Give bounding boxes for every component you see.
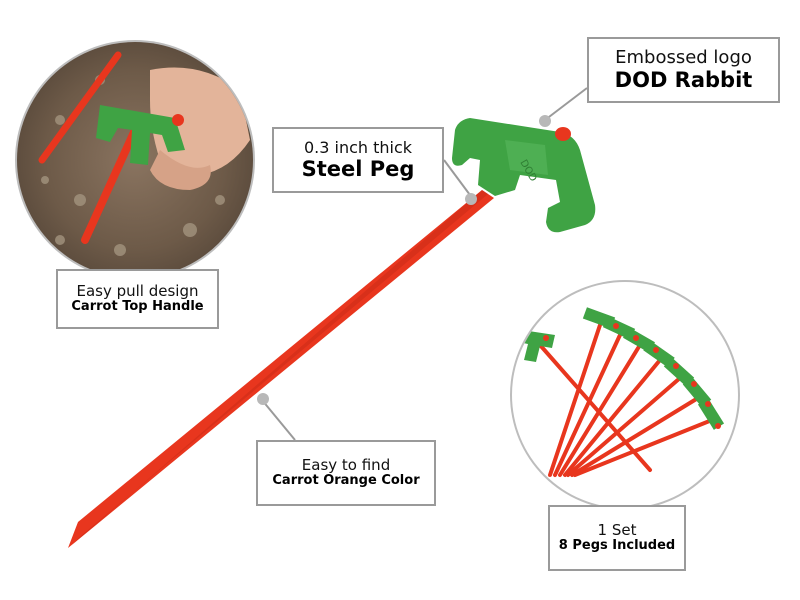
callout-subtitle: Easy to find (301, 455, 391, 474)
callout-subtitle: Embossed logo (615, 46, 752, 68)
callout-subtitle: 1 Set (597, 520, 637, 539)
callout-subtitle: Easy pull design (76, 281, 199, 300)
callout-title: DOD Rabbit (614, 68, 753, 93)
callout-title: Steel Peg (301, 157, 415, 182)
pointer-dots (257, 115, 551, 405)
ground-photo-circle (15, 40, 255, 280)
callout-carrot-top-handle: Easy pull design Carrot Top Handle (56, 269, 219, 329)
callout-carrot-orange-color: Easy to find Carrot Orange Color (256, 440, 436, 506)
pegs-set-circle (510, 280, 740, 510)
main-peg: DOD (68, 118, 596, 548)
callout-steel-peg: 0.3 inch thick Steel Peg (272, 127, 444, 193)
callout-embossed-logo: Embossed logo DOD Rabbit (587, 37, 780, 103)
callout-title: 8 Pegs Included (558, 538, 676, 554)
pointer-lines (261, 87, 588, 441)
callout-pegs-included: 1 Set 8 Pegs Included (548, 505, 686, 571)
callout-title: Carrot Orange Color (272, 473, 420, 489)
callout-title: Carrot Top Handle (71, 299, 204, 315)
callout-subtitle: 0.3 inch thick (303, 137, 413, 157)
